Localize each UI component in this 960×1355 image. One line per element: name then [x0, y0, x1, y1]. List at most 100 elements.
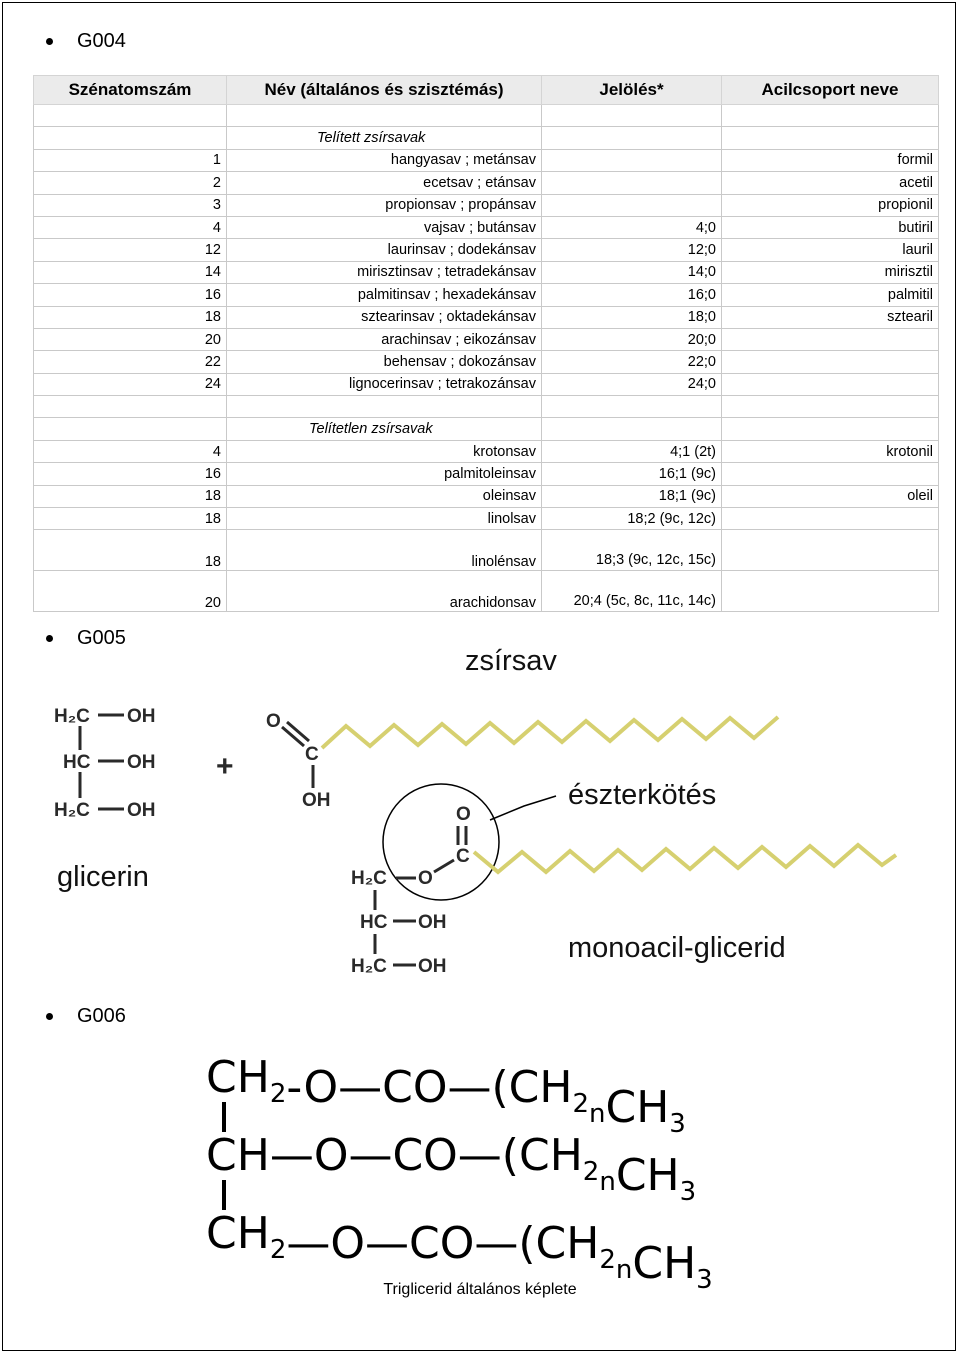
fatty-acid-name-cell: laurinsav ; dodekánsav	[226, 238, 542, 262]
fatty-acid-name-cell: krotonsav	[226, 439, 542, 464]
bullet-icon	[46, 38, 53, 45]
bullet-icon	[46, 635, 53, 642]
formula-subscript: 2	[583, 1157, 600, 1187]
notation-cell: 20;4 (5c, 8c, 11c, 14c)	[541, 570, 722, 613]
fatty-acid-name-cell: arachidonsav	[226, 570, 542, 613]
fatty-acid-name-cell: linolénsav	[226, 529, 542, 572]
formula-subscript: 2	[270, 1079, 287, 1109]
bond-line	[433, 858, 455, 874]
atom-oh: OH	[418, 912, 447, 933]
section-g005: G005	[46, 627, 126, 650]
fatty-acid-name-cell: oleinsav	[226, 484, 542, 509]
formula-subscript: 2	[270, 1235, 287, 1265]
formula-repeat-n: n	[599, 1167, 615, 1197]
atom-o: O	[418, 868, 433, 889]
acyl-name-cell	[721, 327, 939, 352]
formula-rows: CH2-O—CO—(CH2nCH3CH—O—CO—(CH2nCH3CH2—O—C…	[206, 1052, 713, 1295]
acyl-name-cell: palmitil	[721, 283, 939, 307]
atom-hc: HC	[63, 752, 91, 773]
carbon-count-cell: 18	[33, 305, 227, 329]
acyl-name-cell	[721, 372, 939, 397]
formula-repeat-n: n	[616, 1255, 632, 1285]
header-acyl-name: Acilcsoport neve	[721, 75, 939, 105]
notation-cell: 18;1 (9c)	[541, 484, 722, 509]
acyl-name-cell	[721, 570, 939, 613]
spacer-cell	[721, 417, 939, 441]
atom-oh: OH	[127, 800, 156, 821]
atom-c: C	[305, 744, 319, 765]
carbon-count-cell: 16	[33, 283, 227, 307]
formula-chain: -O—CO—(CH	[286, 1062, 572, 1113]
atom-h2c: H₂C	[351, 956, 387, 977]
fatty-acid-table: Szénatomszám Név (általános és szisztémá…	[33, 75, 939, 613]
spacer-row	[33, 395, 939, 419]
formula-end: CH	[632, 1238, 696, 1289]
atom-h2c: H₂C	[54, 706, 90, 727]
g005-structures: H₂C OH HC OH H₂C OH + O C OH O C O H₂C H	[54, 706, 898, 977]
carbon-count-cell: 18	[33, 529, 227, 572]
fatty-acid-name-cell: linolsav	[226, 507, 542, 531]
carbon-count-cell: 20	[33, 327, 227, 352]
fatty-acid-name-cell: behensav ; dokozánsav	[226, 350, 542, 374]
bullet-icon	[46, 1013, 53, 1020]
acyl-chain	[472, 842, 898, 875]
acyl-name-cell	[721, 462, 939, 486]
spacer-cell	[721, 395, 939, 419]
formula-subscript: 2	[599, 1245, 616, 1275]
glycerol-structure: H₂C OH HC OH H₂C OH	[54, 706, 156, 821]
acyl-name-cell: propionil	[721, 193, 939, 217]
atom-o: O	[266, 711, 281, 732]
atom-oh: OH	[418, 956, 447, 977]
fatty-acid-name-cell: palmitoleinsav	[226, 462, 542, 486]
formula-head: CH	[206, 1208, 270, 1259]
fatty-acid-name-cell: arachinsav ; eikozánsav	[226, 327, 542, 352]
carbon-count-cell: 24	[33, 372, 227, 397]
section-label: G005	[77, 627, 126, 649]
formula-chain: —O—CO—(CH	[270, 1130, 583, 1181]
product-label: monoacil-glicerid	[568, 932, 786, 964]
atom-oh: OH	[302, 790, 331, 811]
table-header-row: Szénatomszám Név (általános és szisztémá…	[33, 75, 939, 105]
formula-head: CH	[206, 1052, 270, 1103]
formula-row: CH2—O—CO—(CH2nCH3	[206, 1208, 713, 1295]
fatty-acid-structure: O C OH	[266, 711, 780, 811]
formula-chain: —O—CO—(CH	[286, 1218, 599, 1269]
glycerol-label: glicerin	[57, 861, 149, 893]
acyl-name-cell: mirisztil	[721, 260, 939, 285]
section-g006: G006	[46, 1005, 126, 1028]
ester-bond-label: észterkötés	[568, 779, 717, 811]
spacer-row	[33, 103, 939, 128]
bond-line	[281, 725, 305, 748]
section-title: Telítetlen zsírsavak	[226, 417, 542, 441]
fatty-acid-name-cell: lignocerinsav ; tetrakozánsav	[226, 372, 542, 397]
ester-pointer-line	[489, 795, 557, 821]
section-title-row: Telített zsírsavak	[33, 126, 939, 150]
monoacylglycerol-structure: O C O H₂C HC OH H₂C OH	[351, 783, 898, 977]
atom-c: C	[456, 846, 470, 867]
plus-sign: +	[216, 750, 234, 783]
header-notation: Jelölés*	[541, 75, 722, 105]
notation-cell: 18;3 (9c, 12c, 15c)	[541, 529, 722, 572]
section-title-row: Telítetlen zsírsavak	[33, 417, 939, 441]
formula-subscript: 3	[696, 1265, 713, 1295]
notation-cell: 18;0	[541, 305, 722, 329]
notation-cell: 18;2 (9c, 12c)	[541, 507, 722, 531]
section-label: G006	[77, 1005, 126, 1027]
atom-h2c: H₂C	[351, 868, 387, 889]
formula-end: CH	[616, 1150, 680, 1201]
carbon-count-cell: 16	[33, 462, 227, 486]
acyl-name-cell: krotonil	[721, 439, 939, 464]
section-g004: G004	[46, 30, 126, 53]
